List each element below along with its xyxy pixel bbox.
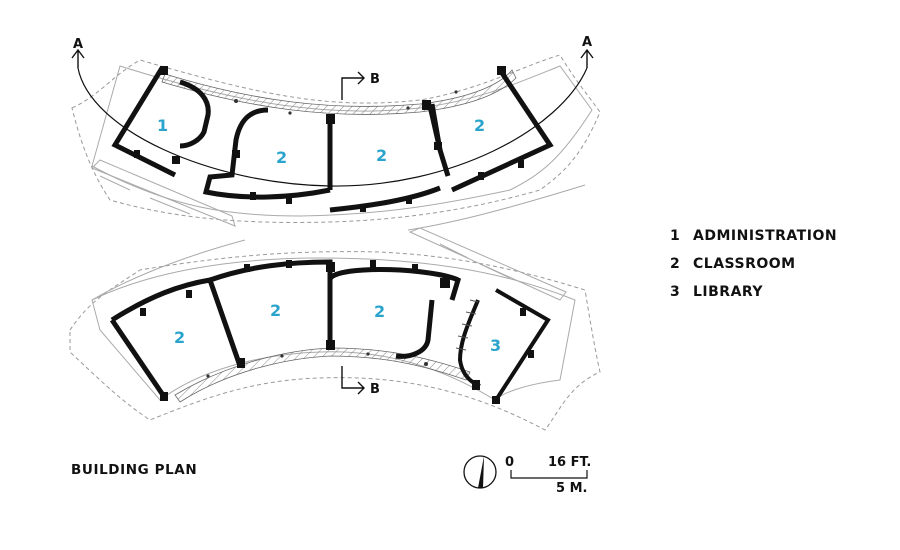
legend-label: CLASSROOM	[693, 256, 796, 272]
section-a-curve	[77, 67, 588, 187]
section-b-label-bottom: B	[370, 382, 380, 397]
section-arrow-icon	[341, 366, 365, 395]
south-wing-outline	[91, 257, 576, 401]
south-wing-canopy-outline	[69, 251, 601, 431]
legend-number: 3	[670, 284, 681, 300]
north-room-1-walls	[111, 66, 211, 178]
south-column-dots	[206, 352, 428, 378]
room-number-south-4: 3	[490, 336, 501, 355]
scale-bar: 0 16 FT. 5 M.	[505, 455, 591, 496]
south-corridor-hatch	[174, 347, 471, 403]
section-b-label-top: B	[370, 72, 380, 87]
room-numbers: 1 2 2 2 2 2 2 3	[157, 116, 501, 355]
south-room-3-walls	[327, 267, 461, 359]
south-room-1-walls	[109, 277, 243, 400]
room-number-north-2: 2	[276, 148, 287, 167]
north-room-3-walls	[329, 105, 451, 213]
room-number-north-4: 2	[474, 116, 485, 135]
south-ramp-left	[91, 239, 246, 301]
north-wall-piers	[134, 66, 524, 212]
room-number-south-3: 2	[374, 302, 385, 321]
south-room-2-walls	[209, 259, 333, 348]
north-corridor-hatch	[161, 69, 517, 115]
section-arrow-icon	[341, 71, 365, 100]
scale-feet: 16 FT.	[548, 455, 591, 470]
legend-item-administration: 1 ADMINISTRATION	[670, 226, 837, 254]
room-legend: 1 ADMINISTRATION 2 CLASSROOM 3 LIBRARY	[670, 226, 837, 310]
legend-number: 1	[670, 228, 681, 244]
drawing-caption: BUILDING PLAN	[71, 462, 198, 478]
scale-meters: 5 M.	[556, 481, 587, 496]
room-number-north-1: 1	[157, 116, 168, 135]
legend-number: 2	[670, 256, 681, 272]
room-number-south-1: 2	[174, 328, 185, 347]
south-ramp-right	[408, 227, 567, 301]
room-number-north-3: 2	[376, 146, 387, 165]
section-line-a: A A	[71, 35, 594, 187]
south-wing	[69, 227, 601, 431]
north-arrow-icon	[463, 455, 497, 489]
section-arrow-icon	[580, 48, 594, 68]
room-number-south-2: 2	[270, 301, 281, 320]
north-ramp-left	[91, 159, 236, 227]
scale-zero: 0	[505, 455, 514, 470]
north-wing-canopy-outline	[71, 54, 601, 223]
south-wall-piers	[140, 260, 534, 404]
library-stair	[455, 299, 479, 351]
north-column-dots	[234, 90, 458, 115]
legend-item-library: 3 LIBRARY	[670, 282, 837, 310]
north-ramp-right	[407, 184, 586, 231]
north-room-2-walls	[202, 107, 333, 200]
section-a-label-left: A	[73, 37, 83, 52]
scale-bar-line	[510, 470, 588, 479]
legend-item-classroom: 2 CLASSROOM	[670, 254, 837, 282]
legend-label: ADMINISTRATION	[693, 228, 838, 244]
section-line-b: B B	[341, 71, 380, 397]
south-room-4-walls	[457, 288, 551, 402]
section-arrow-icon	[71, 48, 85, 68]
section-a-label-right: A	[582, 35, 592, 50]
legend-label: LIBRARY	[693, 284, 764, 300]
north-wing	[71, 54, 601, 231]
